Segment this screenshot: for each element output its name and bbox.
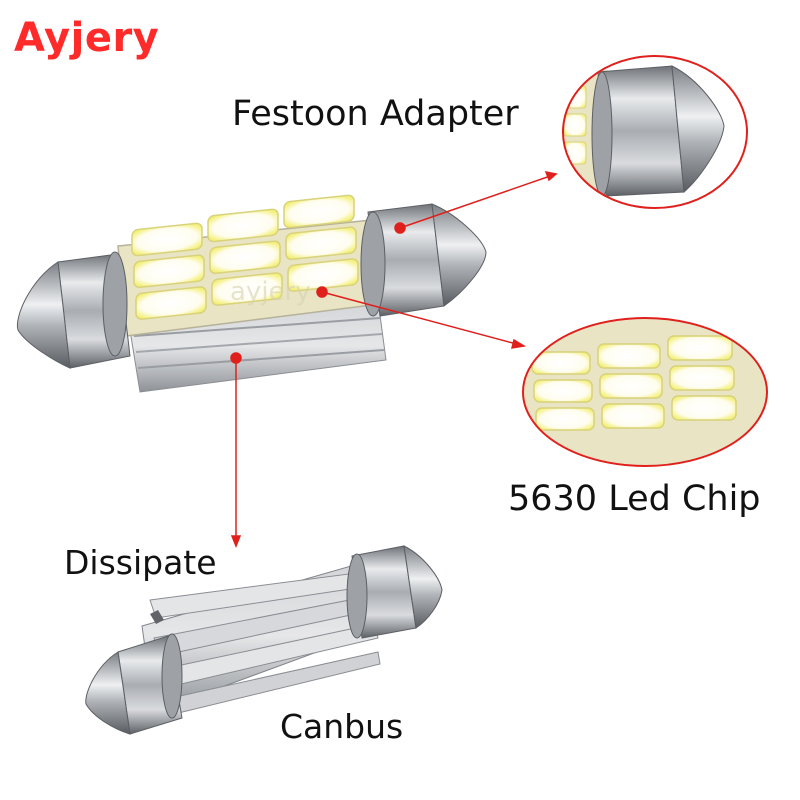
callout-arrow-chip <box>510 338 527 349</box>
canbus-right-cap <box>346 545 443 639</box>
festoon-adapter-detail <box>562 55 748 209</box>
festoon-adapter-label: Festoon Adapter <box>232 94 519 134</box>
canbus-label: Canbus <box>280 707 404 746</box>
festoon-bulb-main: ayjery <box>16 194 487 393</box>
callout-dot-chip <box>316 286 328 298</box>
watermark-text: ayjery <box>230 277 311 307</box>
callout-lines <box>230 170 558 549</box>
left-end-cap <box>16 251 131 369</box>
callout-line-chip <box>321 291 525 347</box>
canbus-left-cap <box>85 633 183 735</box>
callout-arrow-adapter <box>544 170 558 182</box>
led-chips-main <box>131 194 359 320</box>
brand-logo: Ayjery <box>14 15 160 61</box>
callout-circle-top <box>562 55 748 209</box>
led-chip-detail <box>522 317 768 467</box>
callout-line-adapter <box>399 173 557 229</box>
led-chip-label: 5630 Led Chip <box>508 479 761 519</box>
callout-dot-adapter <box>394 222 406 234</box>
callout-dot-dissipate <box>230 352 242 364</box>
dissipate-label: Dissipate <box>64 543 217 582</box>
callout-arrow-dissipate <box>230 535 242 549</box>
right-end-cap <box>360 203 487 317</box>
canbus-bulb <box>85 545 443 735</box>
callout-circle-chip <box>522 317 768 467</box>
canbus-heatsink-fins <box>141 559 383 717</box>
